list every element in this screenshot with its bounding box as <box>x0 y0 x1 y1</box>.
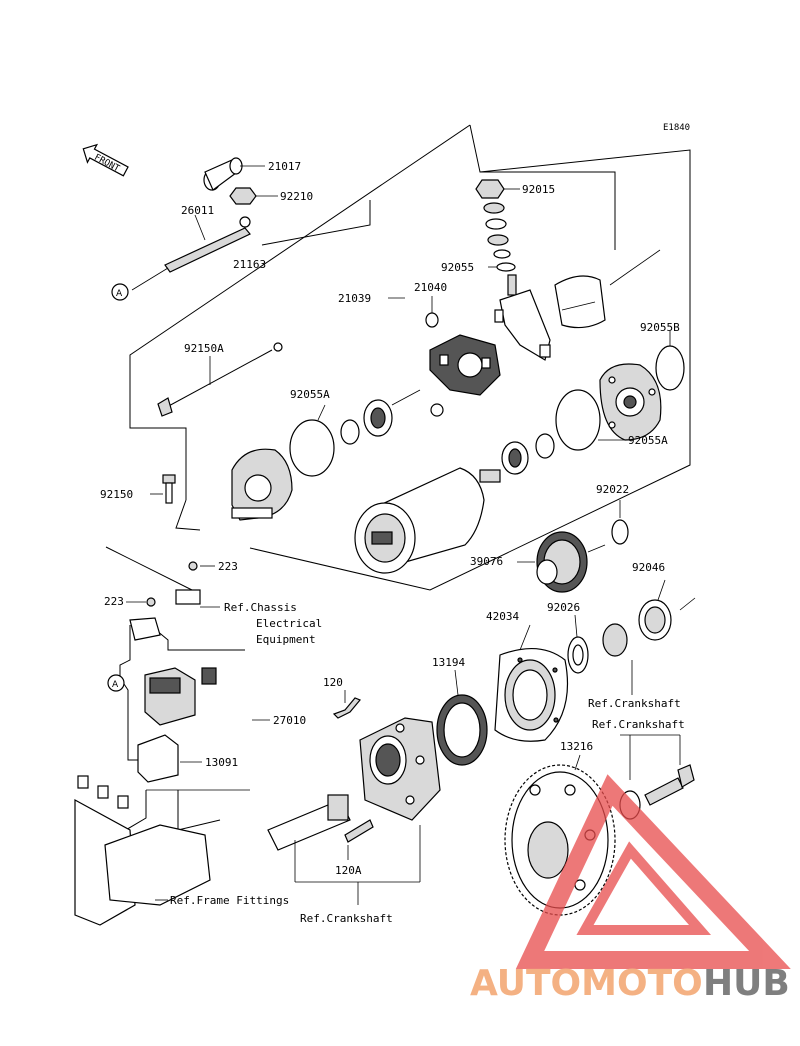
label-120: 120 <box>323 676 343 689</box>
spacer <box>602 623 628 657</box>
front-cover <box>231 448 293 521</box>
watermark-text-2: HUB <box>703 963 790 1004</box>
label-13194: 13194 <box>432 656 465 669</box>
lead-26011 <box>131 214 251 291</box>
frame-fittings <box>74 775 250 926</box>
o-ring-92055 <box>488 262 516 272</box>
brush-holder <box>429 334 501 396</box>
spring-21040 <box>425 296 439 328</box>
starter-assembly-outline <box>129 124 691 591</box>
svg-text:A: A <box>116 289 123 299</box>
label-92022: 92022 <box>596 483 629 496</box>
nut-92210 <box>229 187 278 205</box>
o-ring-92055A-left <box>289 404 335 477</box>
watermark-text-1: AUTOMOTO <box>470 963 703 1004</box>
front-arrow-icon: FRONT <box>82 143 129 177</box>
starter-clutch-housing <box>359 717 441 821</box>
o-ring-92055B <box>655 331 685 391</box>
ref-chassis-3: Equipment <box>256 633 316 646</box>
label-92210: 92210 <box>280 190 313 203</box>
label-223-a: 223 <box>218 560 238 573</box>
label-92150: 92150 <box>100 488 133 501</box>
battery-cable <box>105 546 201 605</box>
label-92055: 92055 <box>441 261 474 274</box>
circle-ref-a-bottom: A <box>107 674 125 692</box>
cap-21017 <box>203 157 265 191</box>
o-ring-92055A-right <box>555 389 625 451</box>
diagram-code: E1840 <box>663 123 690 133</box>
washer-front <box>340 419 360 445</box>
ref-chassis-2: Electrical <box>256 617 322 630</box>
label-120A: 120A <box>335 864 362 877</box>
ref-crankshaft-b: Ref.Crankshaft <box>592 718 685 731</box>
bolt-223-a <box>188 561 215 571</box>
one-way-clutch-13194 <box>436 669 488 766</box>
bolt-92150A <box>157 342 283 417</box>
crankshaft <box>267 794 421 905</box>
label-13216: 13216 <box>560 740 593 753</box>
nut-92015 <box>475 179 520 199</box>
label-92055A-left: 92055A <box>290 388 330 401</box>
needle-bearing-92046 <box>638 579 696 641</box>
label-92026: 92026 <box>547 601 580 614</box>
label-26011: 26011 <box>181 204 214 217</box>
gear-13216 <box>504 754 616 916</box>
ref-crankshaft-c: Ref.Crankshaft <box>300 912 393 925</box>
washer-92022 <box>611 500 629 545</box>
rear-cover <box>599 363 662 441</box>
washer-92026 <box>567 614 589 674</box>
starter-relay-27010 <box>144 667 217 726</box>
bolt-223-b <box>126 597 156 607</box>
clutch-42034 <box>494 624 569 742</box>
terminal-bolt <box>507 274 517 296</box>
brush-plate <box>494 289 551 361</box>
ref-frame-fittings: Ref.Frame Fittings <box>170 894 289 907</box>
label-92015: 92015 <box>522 183 555 196</box>
label-13091: 13091 <box>205 756 238 769</box>
end-cover <box>554 249 661 329</box>
bolt-120A <box>344 819 374 860</box>
label-92150A: 92150A <box>184 342 224 355</box>
label-27010: 27010 <box>273 714 306 727</box>
label-223-b: 223 <box>104 595 124 608</box>
ref-chassis-1: Ref.Chassis <box>224 601 297 614</box>
label-92055A-right: 92055A <box>628 434 668 447</box>
circle-ref-a-top: A <box>111 283 129 301</box>
washer-stack <box>483 202 511 259</box>
svg-text:A: A <box>112 680 119 690</box>
label-42034: 42034 <box>486 610 519 623</box>
starter-motor-yoke <box>354 467 501 574</box>
label-21017: 21017 <box>268 160 301 173</box>
bolt-120 <box>332 690 361 719</box>
ref-crankshaft-a: Ref.Crankshaft <box>588 697 681 710</box>
bearing-front <box>363 389 421 437</box>
label-21163: 21163 <box>233 258 266 271</box>
watermark-logo <box>515 774 791 969</box>
gear-39076 <box>517 531 606 593</box>
bolt-92150 <box>150 474 176 504</box>
label-39076: 39076 <box>470 555 503 568</box>
label-92046: 92046 <box>632 561 665 574</box>
bearing-rear <box>501 433 555 475</box>
label-21040: 21040 <box>414 281 447 294</box>
label-92055B: 92055B <box>640 321 680 334</box>
brush-spring <box>430 403 444 417</box>
relay-cover-13091 <box>137 734 202 783</box>
label-21039: 21039 <box>338 292 371 305</box>
